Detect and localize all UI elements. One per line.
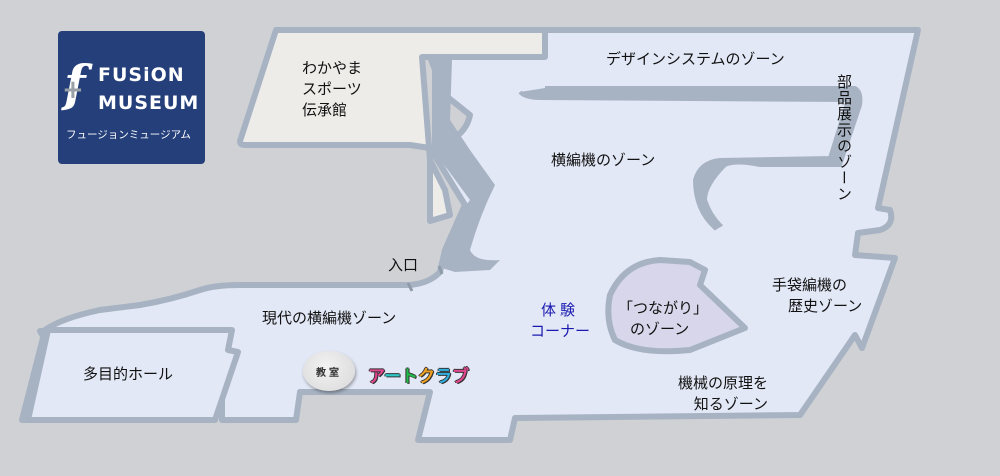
art-char: ク: [417, 367, 435, 387]
interior-wall: [518, 86, 863, 231]
logo-mark: f: [64, 54, 86, 113]
entrance-door[interactable]: [406, 282, 414, 292]
art-char: ト: [400, 367, 418, 387]
tsunagari-zone-label: 「つながり」 のゾーン: [618, 298, 708, 340]
multipurpose-hall-area[interactable]: [25, 327, 241, 423]
label-line: 手袋編機の: [772, 276, 848, 294]
entrance-label: 入口: [388, 256, 419, 274]
art-char: ー: [383, 367, 401, 387]
art-char: ブ: [451, 367, 469, 387]
label-line: 伝承館: [302, 101, 348, 119]
label-line: スポーツ: [302, 80, 362, 98]
label-line: のゾーン: [630, 320, 690, 338]
classroom-button[interactable]: 教室: [303, 351, 355, 391]
entrance-door[interactable]: [437, 265, 444, 275]
label-line: 「つながり」: [618, 299, 709, 317]
label-line: 体験: [541, 301, 580, 319]
sports-hall-area[interactable]: [237, 27, 548, 224]
modern-flatbed-zone-label: 現代の横編機ゾーン: [262, 309, 397, 327]
art-char: ア: [368, 367, 384, 387]
label-line: わかやま: [302, 59, 363, 77]
art-club-label: アートクラブ: [368, 362, 469, 387]
art-char: ラ: [434, 367, 452, 387]
design-system-zone-label: デザインシステムのゾーン: [606, 50, 785, 68]
fusion-museum-logo: f + FUSiON MUSEUM フュージョンミュージアム: [58, 31, 205, 164]
logo-line2: MUSEUM: [98, 92, 200, 114]
label-line: コーナー: [530, 322, 591, 340]
experience-corner-label: 体験 コーナー: [530, 300, 590, 342]
logo-kana: フュージョンミュージアム: [66, 129, 191, 141]
multipurpose-hall-label: 多目的ホール: [83, 365, 174, 383]
glove-machine-zone-label: 手袋編機の 歴史ゾーン: [772, 275, 862, 317]
label-line: 知るゾーン: [693, 395, 769, 413]
label-line: 機械の原理を: [678, 374, 769, 392]
label-line: 歴史ゾーン: [788, 297, 863, 315]
logo-line1: FUSiON: [98, 64, 185, 86]
mechanism-zone-label: 機械の原理を 知るゾーン: [678, 373, 768, 415]
tsunagari-zone-area[interactable]: [605, 257, 748, 355]
interior-wall: [432, 60, 500, 272]
flatbed-knitting-zone-label: 横編機のゾーン: [551, 151, 656, 169]
parts-exhibit-zone-label: 部品展示のゾーン: [835, 74, 853, 202]
logo-plus-icon: +: [62, 75, 84, 105]
sports-hall-label: わかやま スポーツ 伝承館: [302, 58, 362, 121]
